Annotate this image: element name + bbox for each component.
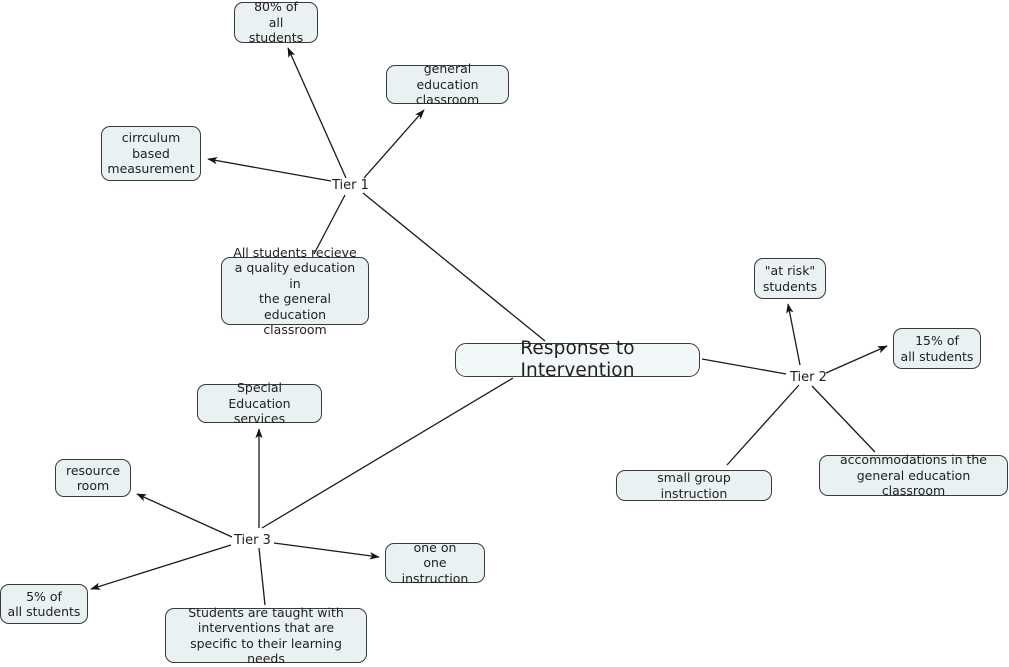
- node-n-t1-desc[interactable]: All students recieve a quality education…: [221, 245, 369, 337]
- tier-label-tier1[interactable]: Tier 1: [332, 178, 369, 193]
- tier-label-tier2[interactable]: Tier 2: [790, 370, 827, 385]
- edge-tier1-to-n-gen-ed: [363, 109, 425, 179]
- node-root-root[interactable]: Response to Intervention: [455, 338, 700, 381]
- edge-tier1-to-n-cbm: [207, 156, 332, 182]
- node-n-accom[interactable]: accommodations in the general education …: [819, 452, 1008, 498]
- edge-root-to-tier2: [701, 358, 787, 375]
- edge-tier2-to-n-15: [825, 345, 888, 374]
- node-n-sped[interactable]: Special Education services: [197, 380, 322, 426]
- edge-tier3-to-n-one-on-one: [273, 542, 380, 560]
- node-n-t3-desc[interactable]: Students are taught with interventions t…: [165, 605, 367, 666]
- edge-tier2-to-n-at-risk: [786, 303, 801, 366]
- node-n-15[interactable]: 15% of all students: [893, 328, 981, 369]
- node-n-cbm[interactable]: cirrculum based measurement: [101, 126, 201, 181]
- edge-tier2-to-n-accom: [811, 385, 876, 453]
- edge-tier1-to-n-80: [287, 47, 347, 179]
- edge-tier3-to-n-resource: [136, 493, 233, 538]
- edge-tier3-to-n-5: [90, 544, 232, 590]
- node-n-one-on-one[interactable]: one on one instruction: [385, 540, 485, 586]
- edge-root-to-tier1: [362, 192, 546, 342]
- tier-label-tier3[interactable]: Tier 3: [234, 533, 271, 548]
- node-n-resource[interactable]: resource room: [55, 459, 131, 497]
- node-n-small-group[interactable]: small group instruction: [616, 470, 772, 501]
- node-n-gen-ed[interactable]: general education classroom: [386, 61, 509, 107]
- node-n-80[interactable]: 80% of all students: [234, 0, 318, 45]
- edge-tier2-to-n-small-group: [726, 384, 800, 466]
- node-n-5[interactable]: 5% of all students: [0, 584, 88, 624]
- node-n-at-risk[interactable]: "at risk" students: [754, 258, 826, 299]
- edge-tier3-to-n-t3-desc: [258, 547, 266, 606]
